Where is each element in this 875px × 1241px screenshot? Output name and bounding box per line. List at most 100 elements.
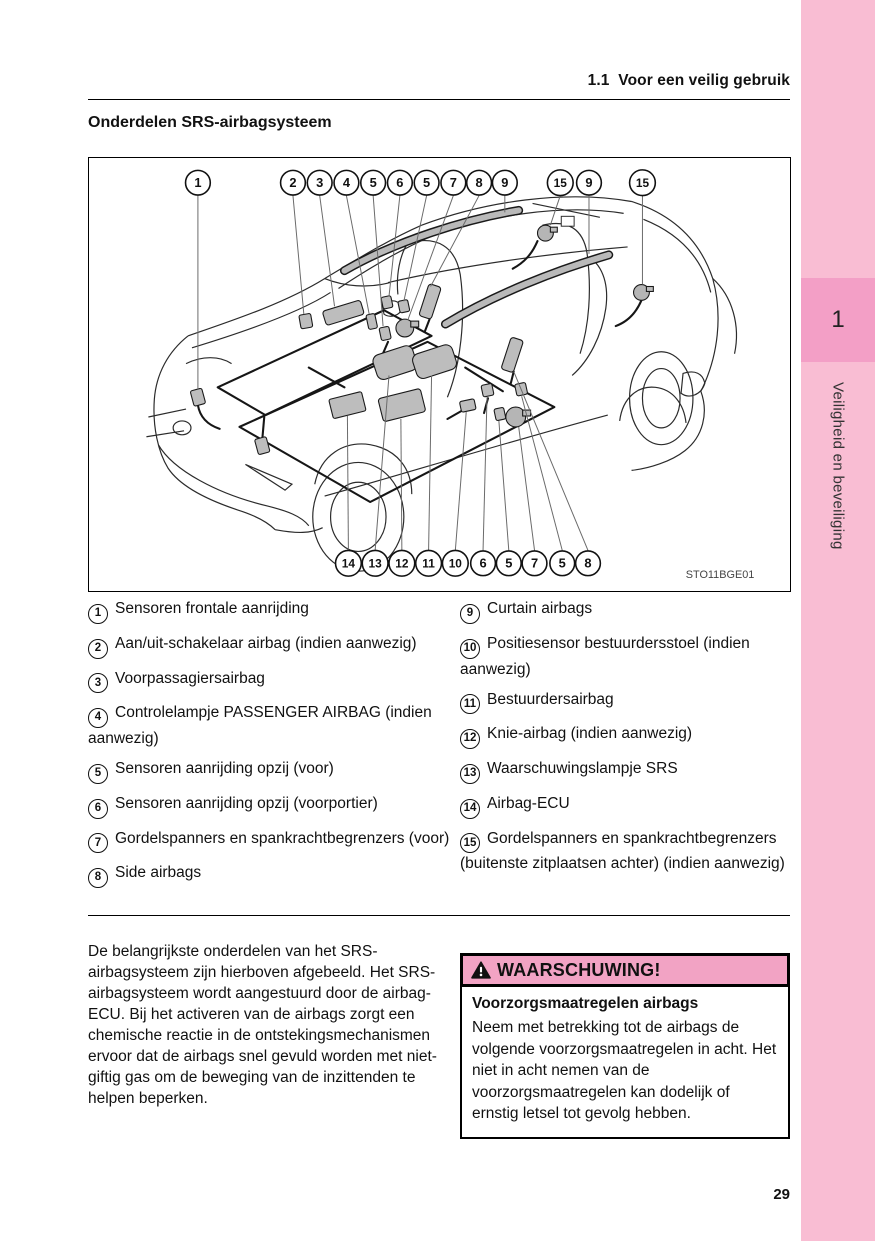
bottom-callouts: 14 13 12 11 10 6 5 7 5 8 — [334, 549, 602, 577]
svg-text:8: 8 — [584, 556, 591, 571]
header-rule — [88, 99, 790, 100]
pretensioner-7a — [395, 318, 415, 338]
svg-text:5: 5 — [559, 556, 566, 571]
svg-text:9: 9 — [585, 175, 592, 190]
item-label: Side airbags — [115, 864, 202, 882]
item-label: Positiesensor bestuurdersstoel (indien a… — [460, 634, 750, 678]
airbag-ecu-14 — [328, 391, 367, 419]
cluster-pad-13 — [372, 345, 418, 381]
legend-item: 5 Sensoren aanrijding opzij (voor) — [88, 758, 450, 784]
svg-text:4: 4 — [343, 175, 351, 190]
item-label: Waarschuwingslampje SRS — [487, 760, 678, 777]
item-number: 5 — [88, 763, 108, 784]
svg-text:1: 1 — [194, 175, 201, 190]
svg-text:11: 11 — [422, 557, 435, 571]
pretensioner-7b — [505, 406, 527, 428]
passenger-airbag-3 — [322, 300, 365, 326]
rear-pretensioner-15a — [536, 224, 554, 242]
airbag-wiring-harness — [196, 239, 643, 504]
warning-heading: Voorzorgsmaatregelen airbags — [472, 995, 699, 1012]
item-label: Curtain airbags — [487, 600, 593, 617]
legend-item: 2 Aan/uit-schakelaar airbag (indien aanwe… — [88, 633, 450, 659]
svg-text:10: 10 — [449, 557, 463, 571]
leader-lines — [197, 195, 643, 551]
item-label: Sensoren aanrijding opzij (voor) — [115, 760, 334, 777]
front-sensor-1a — [190, 387, 206, 407]
svg-text:6: 6 — [396, 175, 403, 190]
item-label: Gordelspanners en spankrachtbegrenzers (… — [115, 829, 450, 847]
side-airbag-8b — [501, 337, 524, 373]
item-number: 10 — [460, 638, 480, 659]
item-number: 15 — [460, 833, 480, 854]
svg-text:3: 3 — [316, 175, 323, 190]
svg-text:5: 5 — [370, 175, 377, 190]
item-number: 11 — [460, 694, 480, 715]
item-label: Aan/uit-schakelaar airbag (indien aanwez… — [115, 634, 417, 652]
door-sensor-6b — [480, 383, 495, 398]
airbag-diagram-figure: 1 2 3 4 5 6 5 7 8 9 15 9 15 14 13 12 11 … — [88, 157, 791, 592]
chapter-number: 1 — [831, 306, 845, 333]
rear-pretensioner-15b — [632, 283, 650, 301]
svg-text:14: 14 — [342, 557, 356, 571]
indicator-4 — [365, 313, 378, 330]
item-number: 6 — [88, 798, 108, 819]
legend-item: 1 Sensoren frontale aanrijding — [88, 598, 450, 624]
item-number: 1 — [88, 603, 108, 624]
item-label: Sensoren frontale aanrijding — [115, 600, 309, 617]
item-label: Bestuurdersairbag — [487, 690, 614, 708]
body-paragraph: De belangrijkste onderdelen van het SRS-… — [88, 943, 437, 1107]
item-number: 14 — [460, 798, 480, 819]
legend-item: 8 Side airbags — [88, 862, 450, 888]
item-number: 12 — [460, 729, 480, 749]
airbag-components — [190, 215, 654, 455]
warning-box: WAARSCHUWING! Voorzorgsmaatregelen airba… — [460, 953, 790, 1139]
legend-list: 1 Sensoren frontale aanrijding 2 Aan/uit-s… — [88, 598, 790, 897]
warning-body: Voorzorgsmaatregelen airbags Neem met be… — [460, 987, 790, 1139]
figure-code: STO11BGE01 — [686, 569, 755, 581]
item-number: 8 — [88, 868, 108, 888]
top-callouts: 1 2 3 4 5 6 5 7 8 9 15 9 15 — [184, 169, 657, 197]
item-number: 3 — [88, 673, 108, 694]
curtain-airbags — [339, 205, 614, 329]
item-label: Controlelampje PASSENGER AIRBAG (indien … — [88, 704, 432, 747]
chapter-sidebar-strip — [801, 0, 875, 1241]
item-number: 13 — [460, 763, 480, 784]
knee-airbag-12 — [377, 388, 426, 422]
chapter-title-vertical: Veiligheid en beveiliging — [829, 382, 847, 550]
car-airbag-diagram: 1 2 3 4 5 6 5 7 8 9 15 9 15 14 13 12 11 … — [146, 169, 755, 581]
legend-item: 13 Waarschuwingslampje SRS — [460, 758, 790, 784]
page-number: 29 — [773, 1186, 790, 1203]
side-sensor-5b — [397, 299, 411, 314]
svg-text:15: 15 — [636, 176, 650, 190]
rear-pretensioner-15b-tab — [645, 285, 654, 292]
door-sensor-6a — [380, 295, 394, 310]
warning-title: WAARSCHUWING! — [497, 959, 661, 980]
item-number: 9 — [460, 603, 480, 624]
page-title: Onderdelen SRS-airbagsysteem — [88, 114, 332, 131]
side-sensor-5a — [378, 325, 392, 341]
legend-item: 9 Curtain airbags — [460, 598, 790, 624]
svg-text:7: 7 — [531, 556, 538, 571]
side-sensor-5c — [493, 407, 507, 422]
item-number: 2 — [88, 638, 108, 659]
warning-text: Neem met betrekking tot de airbags de vo… — [472, 1019, 777, 1122]
driver-airbag-11 — [412, 344, 458, 380]
svg-text:12: 12 — [395, 557, 409, 571]
pretensioner-7a-tab — [410, 320, 420, 328]
warning-triangle-icon — [471, 961, 491, 979]
side-airbag-8a — [418, 283, 442, 320]
svg-text:13: 13 — [369, 557, 383, 571]
rear-pretensioner-15a-tab — [549, 226, 558, 233]
airbag-switch-2 — [298, 313, 314, 330]
legend-left-column: 1 Sensoren frontale aanrijding 2 Aan/uit-s… — [88, 598, 450, 897]
svg-text:15: 15 — [554, 176, 568, 190]
warning-header: WAARSCHUWING! — [460, 953, 790, 987]
rear-buckle — [560, 215, 575, 227]
front-sensor-1b — [254, 436, 271, 455]
item-label: Voorpassagiersairbag — [115, 669, 265, 687]
